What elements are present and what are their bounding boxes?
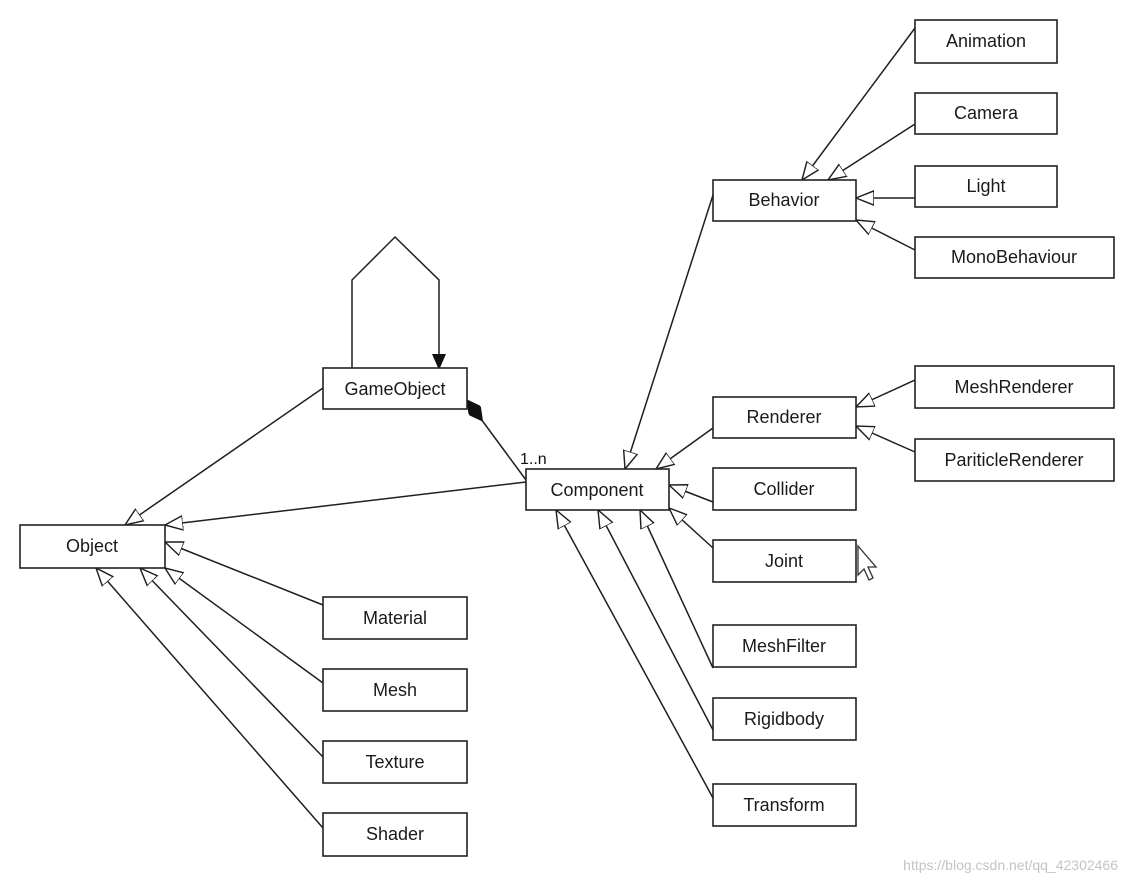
class-particlerenderer: PariticleRenderer [914,438,1115,482]
svg-text:Camera: Camera [954,103,1019,123]
class-shader: Shader [322,812,468,857]
svg-text:Shader: Shader [366,824,424,844]
svg-text:Renderer: Renderer [746,407,821,427]
behavior-inherits-component [625,194,714,469]
multiplicity-label: 1..n [520,451,547,468]
particlerenderer-inherits-renderer [856,426,916,453]
svg-text:Behavior: Behavior [748,190,819,210]
class-camera: Camera [914,92,1058,135]
class-material: Material [322,596,468,640]
class-animation: Animation [914,19,1058,64]
svg-text:Joint: Joint [765,551,803,571]
class-texture: Texture [322,740,468,784]
class-behavior: Behavior [712,179,857,222]
gameobject-inherits-object [125,387,324,525]
class-transform: Transform [712,783,857,827]
class-light: Light [914,165,1058,208]
class-meshfilter: MeshFilter [712,624,857,668]
relationship-lines [96,27,916,829]
svg-text:MeshFilter: MeshFilter [742,636,826,656]
texture-inherits-object [140,568,324,758]
svg-text:Collider: Collider [753,479,814,499]
renderer-inherits-component [656,427,714,469]
class-object: Object [19,524,166,569]
watermark-text: https://blog.csdn.net/qq_42302466 [903,857,1118,873]
animation-inherits-behavior [802,27,916,180]
class-renderer: Renderer [712,396,857,439]
collider-inherits-component [669,485,714,503]
class-rigidbody: Rigidbody [712,697,857,741]
svg-text:Animation: Animation [946,31,1026,51]
svg-text:Light: Light [966,176,1005,196]
class-joint: Joint [712,539,857,583]
svg-text:MonoBehaviour: MonoBehaviour [951,247,1077,267]
class-monobehaviour: MonoBehaviour [914,236,1115,279]
svg-text:Texture: Texture [365,752,424,772]
svg-text:MeshRenderer: MeshRenderer [954,377,1073,397]
transform-inherits-component [556,510,714,799]
svg-text:Transform: Transform [743,795,824,815]
gameobject-component-composition [467,400,527,481]
mesh-inherits-object [165,568,324,684]
svg-text:PariticleRenderer: PariticleRenderer [944,450,1083,470]
svg-text:GameObject: GameObject [344,379,445,399]
svg-text:Component: Component [550,480,643,500]
svg-text:Material: Material [363,608,427,628]
class-mesh: Mesh [322,668,468,712]
mouse-cursor-icon [857,544,878,581]
meshrenderer-inherits-renderer [856,379,916,407]
monobehaviour-inherits-behavior [856,220,916,251]
class-component: Component [525,468,670,511]
material-inherits-object [165,542,324,606]
class-collider: Collider [712,467,857,511]
svg-text:Mesh: Mesh [373,680,417,700]
class-boxes: Object GameObject Component Behavior Ani… [19,19,1115,857]
shader-inherits-object [96,568,324,829]
component-inherits-object [165,481,527,525]
joint-inherits-component [669,508,714,549]
camera-inherits-behavior [828,123,916,180]
class-meshrenderer: MeshRenderer [914,365,1115,409]
meshfilter-inherits-component [640,510,714,669]
svg-text:Rigidbody: Rigidbody [744,709,824,729]
gameobject-self-association [352,235,439,370]
svg-text:Object: Object [66,536,118,556]
rigidbody-inherits-component [598,510,714,731]
class-gameobject: GameObject [322,367,468,410]
